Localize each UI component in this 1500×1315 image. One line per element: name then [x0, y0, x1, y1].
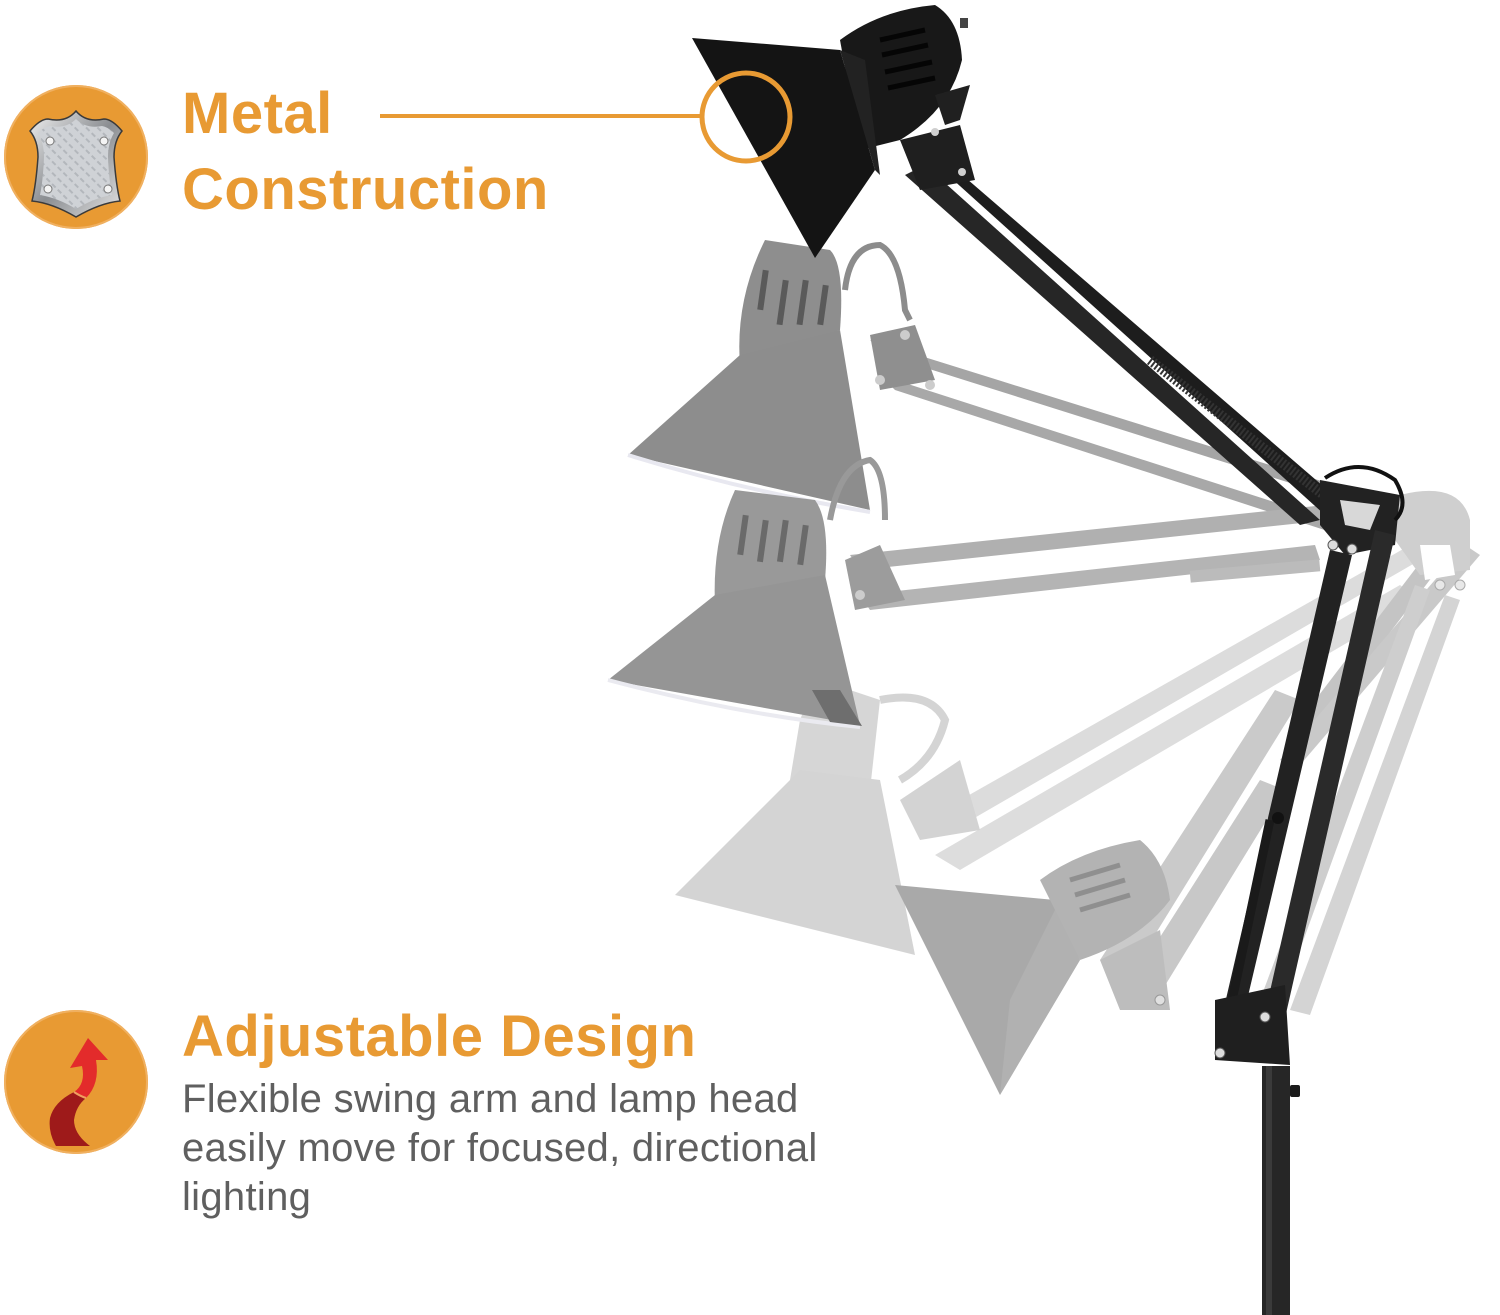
metal-shield-icon — [29, 109, 123, 218]
ghost-lamp-position-5 — [895, 690, 1300, 1095]
black-lamp-current-position — [692, 5, 1405, 1315]
ghost-lamp-position-4 — [675, 548, 1420, 955]
feature-description-adjustable-design: Flexible swing arm and lamp head easily … — [182, 1077, 818, 1219]
metal-shield-badge — [4, 85, 148, 229]
feature-title-adjustable-design: Adjustable Design — [182, 1004, 697, 1069]
winding-arrow-icon — [49, 1038, 108, 1146]
winding-arrow-badge — [4, 1010, 148, 1154]
feature-title-metal: Metal — [182, 81, 333, 146]
ghost-lamp-position-3 — [607, 456, 1330, 729]
feature-title-construction: Construction — [182, 157, 549, 222]
metal-construction-callout — [380, 70, 793, 164]
